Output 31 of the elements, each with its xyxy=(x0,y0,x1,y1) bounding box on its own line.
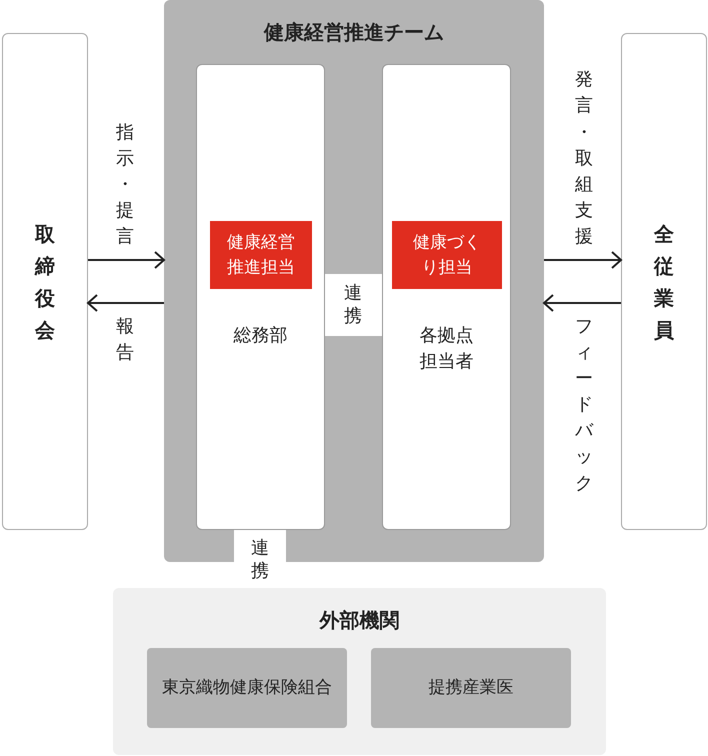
role-label: 健康経営推進担当 xyxy=(226,231,296,279)
organization-label: 東京織物健康保険組合 xyxy=(162,676,332,700)
arrow xyxy=(543,294,621,312)
panel-heading: 健康経営推進チーム xyxy=(262,19,445,46)
department-box xyxy=(196,64,325,530)
entity-label: 全従業員 xyxy=(654,220,674,344)
role-tag xyxy=(392,221,502,289)
entity-box xyxy=(621,33,707,530)
edge-label: 報告 xyxy=(116,315,134,366)
department-label: 各拠点担当者 xyxy=(418,324,474,374)
department-box xyxy=(382,64,511,530)
organization-label: 提携産業医 xyxy=(428,676,514,700)
organization-box xyxy=(371,648,571,728)
arrow xyxy=(544,251,622,269)
arrow xyxy=(87,294,164,312)
entity-label: 取締役会 xyxy=(35,220,55,344)
role-label: 健康づくり担当 xyxy=(412,231,482,279)
arrow xyxy=(88,251,165,269)
role-tag xyxy=(210,221,312,289)
link-band xyxy=(325,274,382,336)
organization-box xyxy=(147,648,347,728)
panel-heading: 外部機関 xyxy=(318,607,400,634)
department-label: 総務部 xyxy=(232,324,288,348)
edge-label: 連携 xyxy=(251,536,269,584)
team-panel xyxy=(164,0,544,562)
edge-label: フィードバック xyxy=(575,315,593,496)
edge-label: 指示・提言 xyxy=(116,120,134,249)
entity-box xyxy=(2,33,88,530)
external-panel xyxy=(113,588,606,755)
edge-label: 発言・取組支援 xyxy=(575,68,593,249)
edge-label: 連携 xyxy=(344,282,362,328)
